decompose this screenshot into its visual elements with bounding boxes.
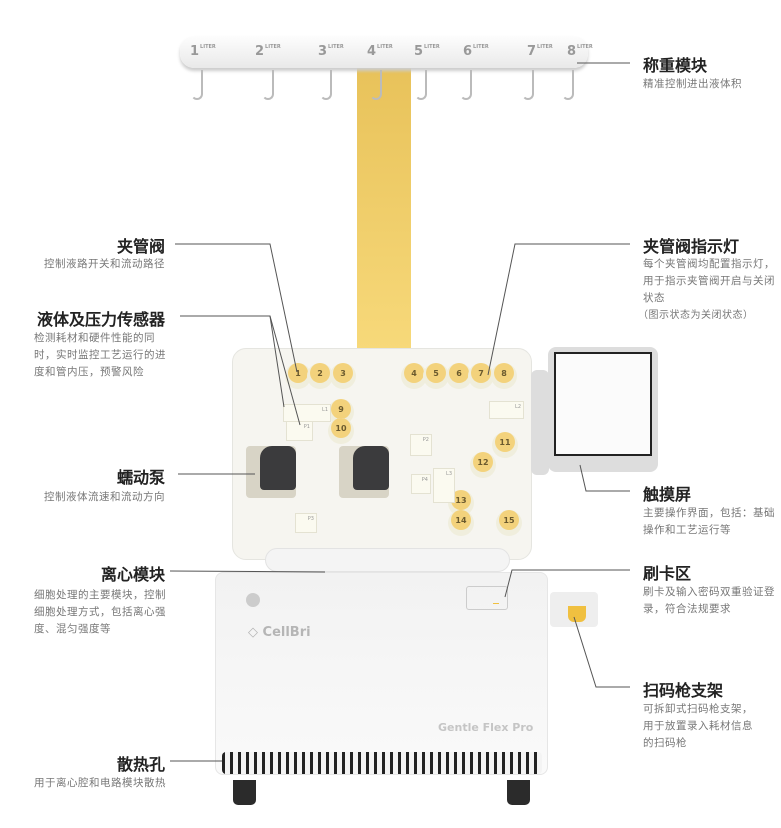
brand-logo: ◇ CellBri: [248, 625, 311, 640]
hook-icon: [262, 70, 274, 100]
callout-desc-pump: 控制液体流速和流动方向: [44, 491, 165, 503]
pinch-valve: 5: [426, 363, 446, 383]
pinch-valve: 3: [333, 363, 353, 383]
pinch-valve: 2: [310, 363, 330, 383]
pinch-valve: 10: [331, 418, 351, 438]
hook-icon: [191, 70, 203, 100]
centrifuge-lid: [265, 548, 510, 572]
pinch-valve: 7: [471, 363, 491, 383]
callout-title-sensor: 液体及压力传感器: [36, 310, 165, 329]
callout-title-weighing: 称重模块: [643, 56, 708, 75]
callout-desc-centrifuge: 细胞处理的主要模块，控制细胞处理方式，包括离心强度、混匀强度等: [34, 589, 166, 635]
pinch-valve: 9: [331, 399, 351, 419]
callout-title-touchscreen: 触摸屏: [643, 485, 692, 504]
scale-label: 8LITER: [567, 44, 593, 59]
pinch-valve: 8: [494, 363, 514, 383]
screen-bracket: [531, 370, 549, 475]
pressure-sensor: P2: [410, 434, 432, 456]
hook-icon: [320, 70, 332, 100]
power-button[interactable]: [246, 593, 260, 607]
callout-title-centrifuge: 离心模块: [100, 565, 165, 584]
scale-label: 5LITER: [414, 44, 440, 59]
liquid-sensor: L2: [489, 401, 524, 419]
hook-icon: [460, 70, 472, 100]
pinch-valve: 14: [451, 510, 471, 530]
pressure-sensor: P3: [295, 513, 317, 533]
callout-title-pinch-valve: 夹管阀: [116, 237, 165, 256]
scale-label: 2LITER: [255, 44, 281, 59]
callout-title-card: 刷卡区: [643, 564, 692, 583]
scale-label: 3LITER: [318, 44, 344, 59]
vent-grille: [222, 752, 542, 774]
model-name: Gentle Flex Pro: [438, 721, 534, 734]
foot: [233, 780, 256, 805]
pinch-valve: 4: [404, 363, 424, 383]
callout-title-scanner: 扫码枪支架: [643, 681, 724, 700]
hook-icon: [562, 70, 574, 100]
weighing-bar: 1LITER 2LITER 3LITER 4LITER 5LITER 6LITE…: [180, 36, 593, 68]
hook-icon: [522, 70, 534, 100]
touchscreen[interactable]: [548, 347, 658, 472]
callout-desc-touchscreen: 主要操作界面，包括：基础操作和工艺运行等: [643, 507, 775, 536]
peristaltic-pump: [246, 446, 296, 498]
callout-desc-valve-light: 每个夹管阀均配置指示灯，用于指示夹管阀开启与关闭状态: [643, 258, 775, 304]
pinch-valve: 1: [288, 363, 308, 383]
pinch-valve: 6: [449, 363, 469, 383]
callout-title-vent: 散热孔: [116, 755, 165, 774]
callout-title-pump: 蠕动泵: [116, 468, 165, 487]
scale-label: 7LITER: [527, 44, 553, 59]
callout-desc-vent: 用于离心腔和电路模块散热: [34, 777, 166, 789]
callout-desc-sensor: 检测耗材和硬件性能的同时，实时监控工艺运行的进度和管内压，预警风险: [34, 332, 166, 378]
scale-label: 4LITER: [367, 44, 393, 59]
callout-desc-pinch-valve: 控制液路开关和流动路径: [44, 258, 165, 270]
hook-icon: [370, 70, 382, 100]
pressure-sensor: P4: [411, 474, 431, 494]
pinch-valve: 11: [495, 432, 515, 452]
callout-desc-weighing: 精准控制进出液体积: [643, 78, 742, 90]
support-pole: [357, 68, 411, 350]
callout-title-valve-light: 夹管阀指示灯: [643, 237, 740, 256]
fluid-panel: 1 2 3 4 5 6 7 8 9 10 11 12 13 14 15 L1 P…: [232, 348, 532, 560]
peristaltic-pump: [339, 446, 389, 498]
pinch-valve: 13: [451, 490, 471, 510]
liquid-sensor: L3: [433, 468, 455, 503]
hook-icon: [415, 70, 427, 100]
pinch-valve: 12: [473, 452, 493, 472]
callout-desc-card: 刷卡及输入密码双重验证登录，符合法规要求: [643, 586, 775, 615]
scale-label: 1LITER: [190, 44, 216, 59]
scale-label: 6LITER: [463, 44, 489, 59]
scanner-holder: [550, 592, 598, 627]
callout-desc-scanner: 可拆卸式扫码枪支架，用于放置录入耗材信息的扫码枪: [643, 703, 753, 749]
card-reader[interactable]: [466, 586, 508, 610]
foot: [507, 780, 530, 805]
callout-note-valve-light: （图示状态为关闭状态）: [638, 310, 754, 321]
pinch-valve: 15: [499, 510, 519, 530]
main-body: ◇ CellBri Gentle Flex Pro: [215, 572, 548, 775]
